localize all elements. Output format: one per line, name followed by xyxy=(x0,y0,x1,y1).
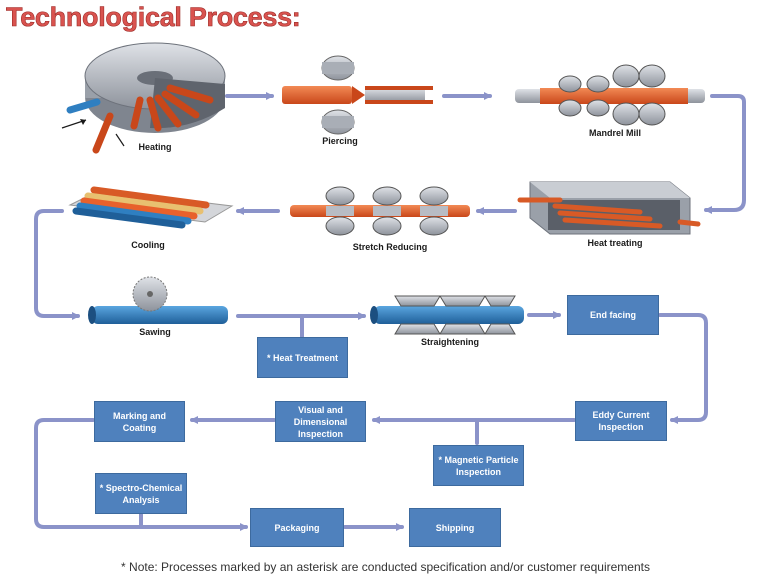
heating-furnace-illustration xyxy=(61,42,226,154)
stage-label-sawing: Sawing xyxy=(139,327,171,337)
stage-label-piercing: Piercing xyxy=(322,136,358,146)
heat-treating-illustration xyxy=(517,181,701,235)
box-end-facing: End facing xyxy=(567,295,659,335)
stage-label-cooling: Cooling xyxy=(131,240,165,250)
box-shipping: Shipping xyxy=(409,508,501,547)
stage-label-mandrel-mill: Mandrel Mill xyxy=(588,128,641,138)
arrow-endfacing-to-eddy xyxy=(658,313,708,424)
stage-label-heat-treating: Heat treating xyxy=(587,238,643,248)
sawing-illustration xyxy=(88,276,228,324)
stage-label-straightening: Straightening xyxy=(421,337,479,347)
box-heat-treatment: * Heat Treatment xyxy=(257,337,348,378)
flow-arrows xyxy=(34,92,746,531)
mandrel-mill-illustration xyxy=(515,64,705,126)
stage-label-stretch-reducing: Stretch Reducing xyxy=(352,242,428,252)
straightening-illustration xyxy=(370,295,524,335)
arrow-cooling-to-sawing xyxy=(34,209,80,320)
arrow-marking-to-packaging xyxy=(34,418,248,531)
box-eddy-current-inspection: Eddy Current Inspection xyxy=(575,401,667,441)
box-visual-dimensional-inspection: Visual and Dimensional Inspection xyxy=(275,401,366,442)
footnote: * Note: Processes marked by an asterisk … xyxy=(121,560,650,574)
stage-label-heating: Heating xyxy=(138,142,172,152)
box-marking-coating: Marking and Coating xyxy=(94,401,185,442)
piercing-illustration xyxy=(282,55,433,135)
arrow-mandrel-to-heattreat xyxy=(704,94,746,214)
box-packaging: Packaging xyxy=(250,508,344,547)
box-magnetic-particle-inspection: * Magnetic Particle Inspection xyxy=(433,445,524,486)
page-title: Technological Process: xyxy=(6,2,301,33)
cooling-illustration xyxy=(68,186,234,229)
stretch-reducing-illustration xyxy=(290,186,470,236)
box-spectro-chemical-analysis: * Spectro-Chemical Analysis xyxy=(95,473,187,514)
